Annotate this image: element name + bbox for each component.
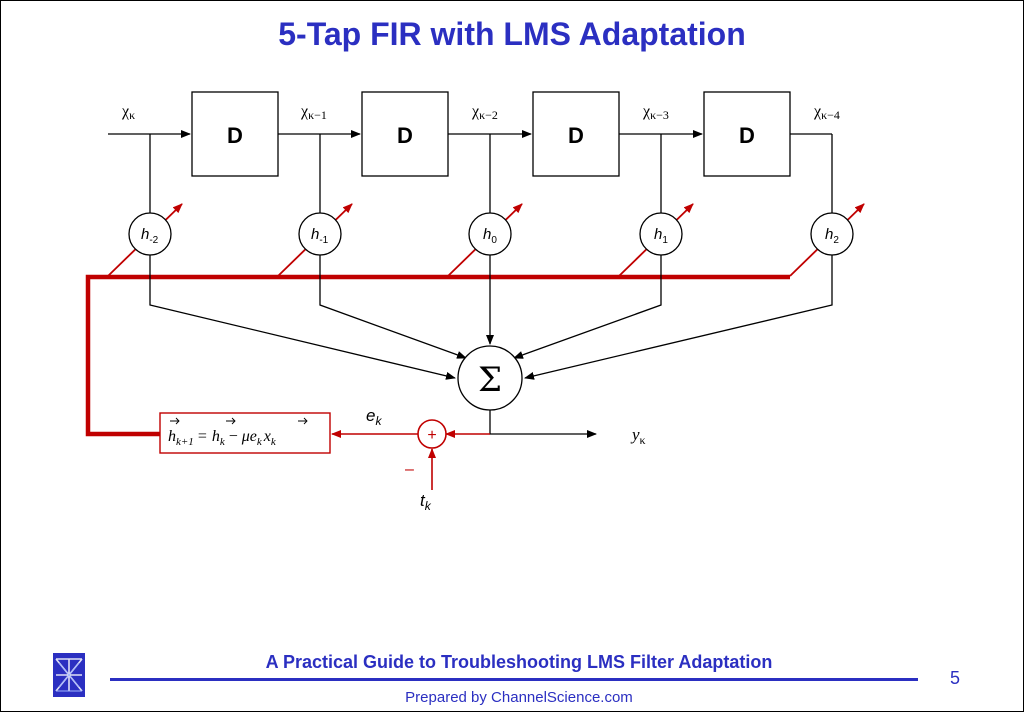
sum-path-1 bbox=[319, 255, 467, 359]
delay-label: D bbox=[739, 123, 755, 148]
delay-block-2: D bbox=[361, 91, 449, 177]
plus-symbol: + bbox=[427, 427, 436, 444]
error-label: ek bbox=[366, 406, 382, 428]
delay-label: D bbox=[227, 123, 243, 148]
sum-path-0 bbox=[149, 255, 456, 380]
svg-text:h2: h2 bbox=[825, 226, 839, 246]
fir-lms-diagram: D D D D χκ χκ−1 χκ−2 χκ−3 χκ−4 h-2 h-1 h… bbox=[85, 91, 865, 513]
sum-path-3 bbox=[513, 255, 662, 359]
svg-text:h-1: h-1 bbox=[311, 226, 329, 246]
svg-text:h0: h0 bbox=[483, 226, 497, 246]
channelscience-logo bbox=[53, 653, 85, 697]
coefficient-h0: h0 bbox=[468, 212, 512, 256]
delay-block-3: D bbox=[532, 91, 620, 177]
delay-label: D bbox=[397, 123, 413, 148]
output-line bbox=[489, 410, 597, 438]
coefficient-h1: h1 bbox=[639, 212, 683, 256]
coefficient-h-1: h-1 bbox=[298, 212, 342, 256]
footer-prepared-by: Prepared by ChannelScience.com bbox=[405, 689, 633, 706]
output-label: yκ bbox=[630, 425, 646, 447]
input-label-2: χκ−2 bbox=[471, 103, 498, 122]
footer-divider bbox=[110, 678, 918, 681]
minus-sign: – bbox=[405, 461, 414, 478]
coefficient-h-2: h-2 bbox=[128, 212, 172, 256]
delay-label: D bbox=[568, 123, 584, 148]
svg-text:h-2: h-2 bbox=[141, 226, 159, 246]
svg-text:h1: h1 bbox=[654, 226, 668, 246]
sigma-symbol: Σ bbox=[478, 360, 502, 400]
input-label-3: χκ−3 bbox=[642, 103, 669, 122]
coefficient-h2: h2 bbox=[810, 212, 854, 256]
page-number: 5 bbox=[949, 668, 960, 688]
footer-title: A Practical Guide to Troubleshooting LMS… bbox=[265, 652, 773, 672]
target-label: tk bbox=[420, 491, 432, 513]
sum-path-4 bbox=[524, 255, 833, 380]
lms-feedback-bus bbox=[85, 274, 790, 437]
delay-block-4: D bbox=[703, 91, 791, 177]
input-label-0: χκ bbox=[121, 103, 135, 122]
delay-block-1: D bbox=[191, 91, 279, 177]
error-adder: + bbox=[417, 419, 447, 449]
input-label-4: χκ−4 bbox=[813, 103, 840, 122]
input-label-1: χκ−1 bbox=[300, 103, 327, 122]
slide-title: 5-Tap FIR with LMS Adaptation bbox=[278, 16, 746, 52]
summer-node: Σ bbox=[457, 345, 523, 411]
